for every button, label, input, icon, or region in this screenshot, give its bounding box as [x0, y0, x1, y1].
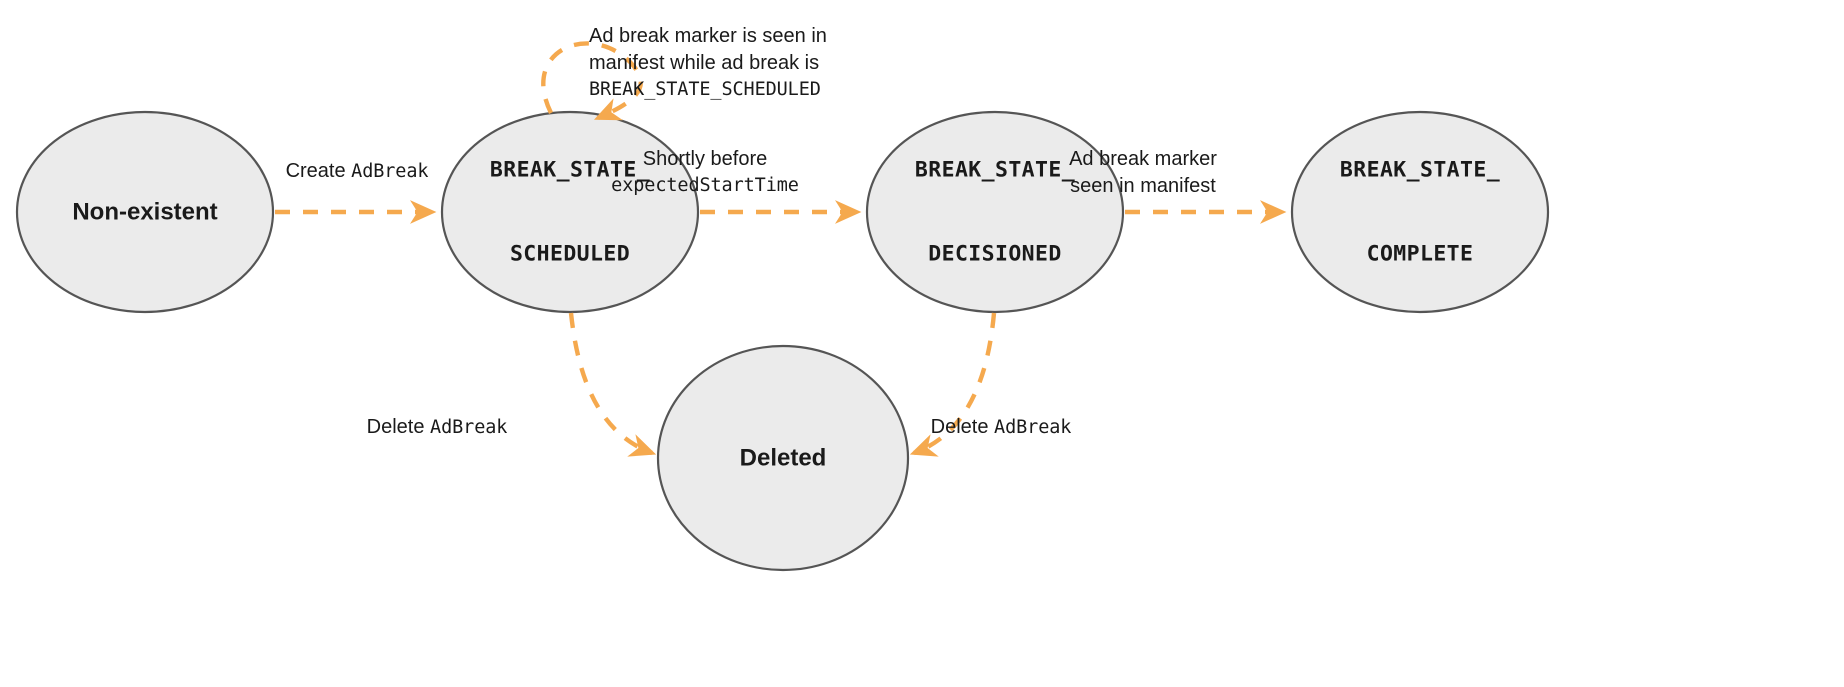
node-non-existent[interactable] [15, 110, 275, 314]
edge-paths [275, 41, 1287, 457]
edge-delete-adbreak-from-scheduled[interactable] [568, 312, 657, 457]
node-break-state-scheduled[interactable] [440, 110, 700, 314]
node-break-state-complete[interactable] [1290, 110, 1550, 314]
node-break-state-decisioned[interactable] [865, 110, 1125, 314]
node-shapes [15, 110, 1550, 572]
edge-marker-seen-while-scheduled[interactable] [541, 41, 643, 121]
edge-delete-adbreak-from-decisioned[interactable] [909, 312, 997, 457]
node-deleted[interactable] [656, 344, 910, 572]
